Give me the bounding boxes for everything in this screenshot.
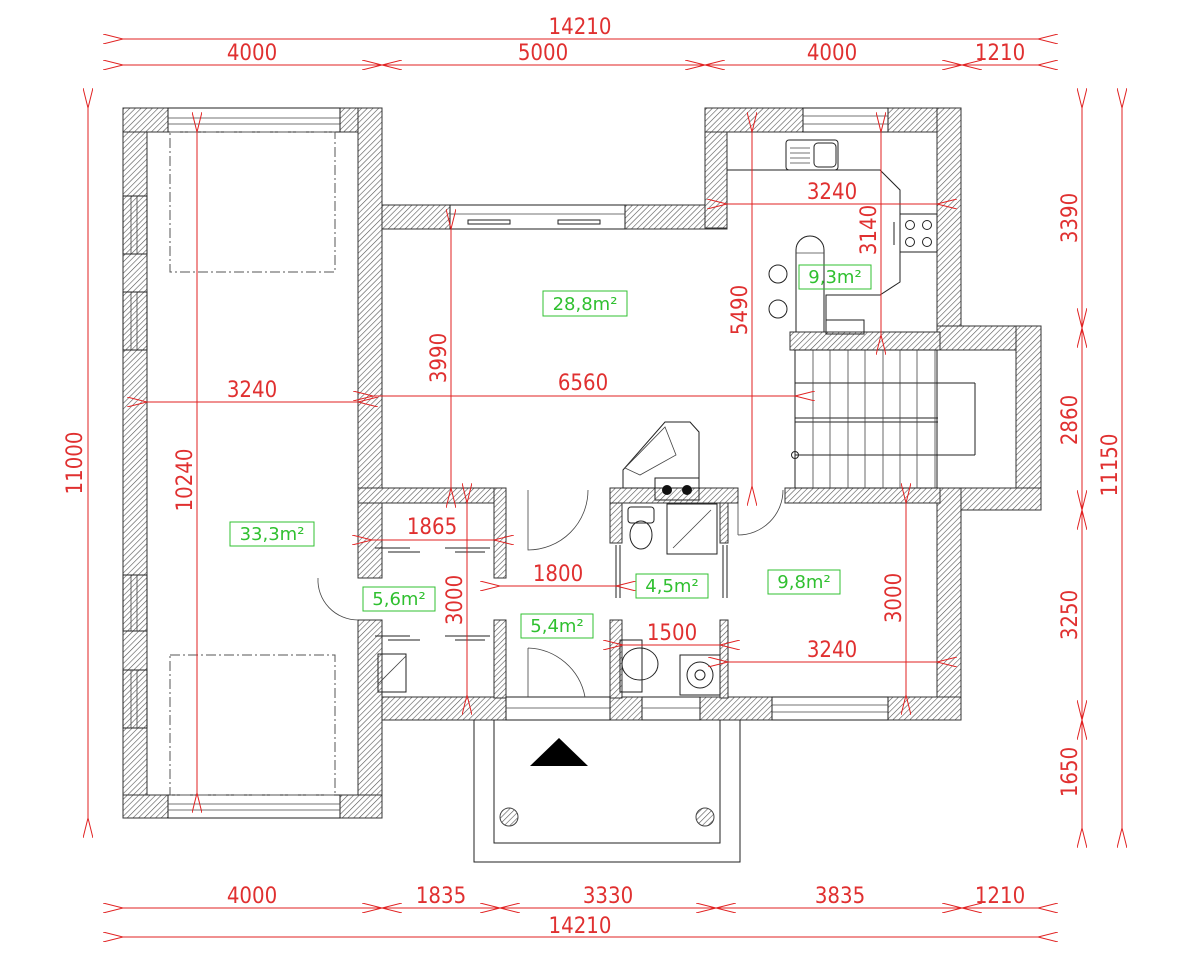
area-bathroom: 4,5m²: [635, 573, 709, 599]
dim-living-height: 3990: [427, 333, 452, 383]
dim-kitchen-width: 3240: [807, 180, 857, 205]
dim-right-total: 11150: [1098, 434, 1123, 497]
dim-right-1: 3390: [1058, 193, 1083, 243]
dim-corridor-width: 1800: [533, 562, 583, 587]
dim-bottom-5: 1210: [975, 884, 1025, 909]
area-living: 28,8m²: [542, 290, 628, 317]
area-hall: 5,4m²: [520, 613, 594, 639]
area-hall-text: 5,4m²: [530, 616, 583, 637]
area-room: 9,8m²: [767, 569, 841, 595]
dim-left-total: 11000: [63, 432, 88, 495]
area-living-text: 28,8m²: [553, 294, 618, 315]
dim-garage-width: 3240: [227, 378, 277, 403]
area-bathroom-text: 4,5m²: [645, 576, 698, 597]
area-kitchen-text: 9,3m²: [808, 267, 861, 288]
dim-bottom-3: 3330: [583, 884, 633, 909]
porch: [473, 720, 741, 863]
dim-right-3: 3250: [1058, 590, 1083, 640]
kitchen-fixtures: [727, 139, 938, 335]
dimension-labels: 14210 4000 5000 4000 1210 4000 1835 3330…: [63, 15, 1123, 939]
staircase: [791, 349, 976, 489]
area-kitchen: 9,3m²: [798, 264, 872, 290]
area-closet-text: 5,6m²: [372, 589, 425, 610]
dim-top-total: 14210: [549, 15, 612, 40]
dim-top-2: 5000: [518, 41, 568, 66]
dimension-lines: [88, 39, 1122, 937]
doors: [317, 489, 784, 698]
dim-kitchen-depth: 3140: [857, 205, 882, 255]
dim-top-4: 1210: [975, 41, 1025, 66]
dim-room-width: 3240: [807, 638, 857, 663]
parking-outlines: [169, 131, 336, 796]
dim-top-1: 4000: [227, 41, 277, 66]
area-garage-text: 33,3m²: [240, 524, 305, 545]
bath-fixtures: [615, 503, 728, 696]
dim-bath-width: 1500: [647, 621, 697, 646]
closet-fixtures: [375, 547, 490, 693]
windows: [122, 107, 889, 819]
entrance-arrow-icon: [530, 738, 588, 766]
dim-bottom-4: 3835: [815, 884, 865, 909]
dim-right-2: 2860: [1058, 395, 1083, 445]
dim-garage-length: 10240: [173, 449, 198, 512]
dim-bottom-2: 1835: [416, 884, 466, 909]
dim-living-width: 6560: [558, 371, 608, 396]
dim-top-3: 4000: [807, 41, 857, 66]
area-labels: 33,3m² 28,8m² 9,3m² 5,6m² 5,4m² 4,5m² 9,…: [229, 264, 872, 639]
dim-closet-width: 1865: [407, 515, 457, 540]
dim-room-height: 3000: [882, 573, 907, 623]
dim-right-4: 1650: [1058, 747, 1083, 797]
dim-bottom-1: 4000: [227, 884, 277, 909]
dim-closet-height: 3000: [443, 575, 468, 625]
area-garage: 33,3m²: [229, 521, 315, 547]
area-room-text: 9,8m²: [777, 572, 830, 593]
fireplace: [622, 421, 700, 501]
area-closet: 5,6m²: [362, 586, 436, 612]
dim-bottom-total: 14210: [549, 914, 612, 939]
dim-hall-height: 5490: [728, 285, 753, 335]
